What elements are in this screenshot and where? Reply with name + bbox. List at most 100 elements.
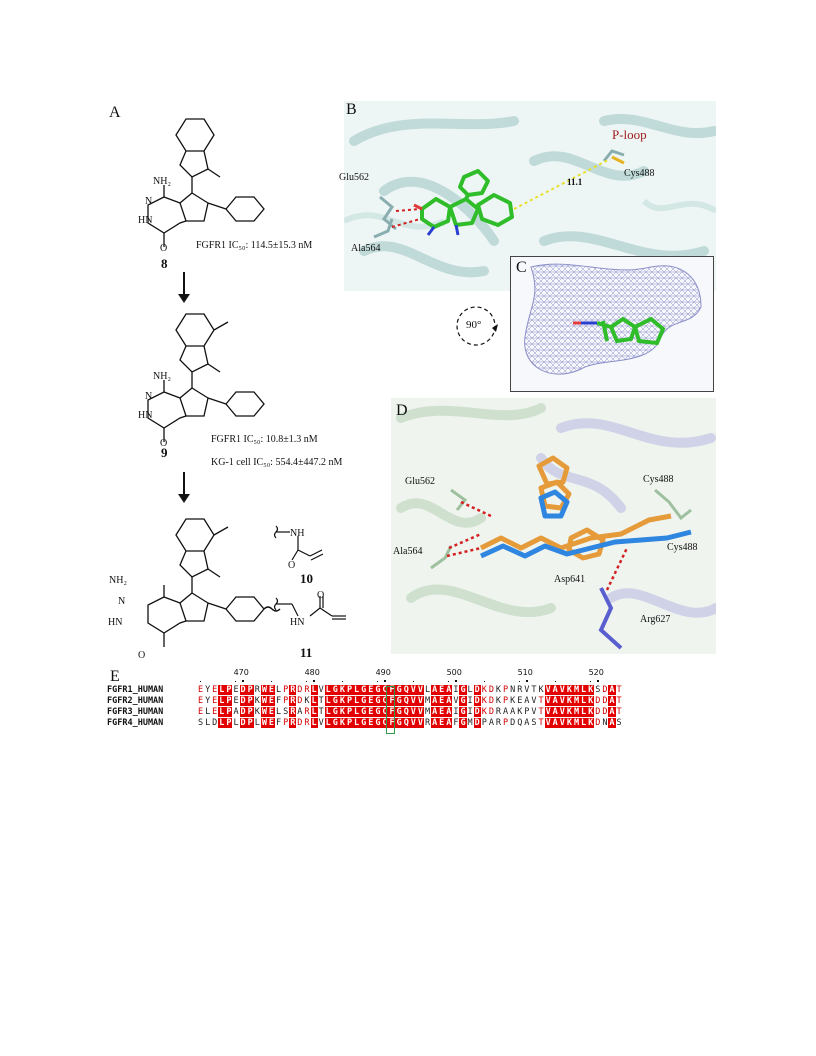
residue: E [267,685,276,695]
residue: Y [205,685,211,695]
residue: S [531,718,537,728]
residue: F [388,707,396,717]
glu562-label-b: Glu562 [339,172,369,183]
residue: A [551,696,559,706]
residue: V [558,718,566,728]
residue: K [338,685,346,695]
residue: A [233,707,239,717]
residue: L [580,718,588,728]
ruler-tick [412,681,414,682]
residue: V [544,696,552,706]
residue: V [544,685,552,695]
warhead10-nh: NH [290,528,305,539]
residue: L [580,696,588,706]
cmpd8-activity: FGFR1 IC₅₀: 114.5±15.3 nM [196,240,313,251]
residue: E [212,685,218,695]
warhead11-o: O [317,590,325,601]
arg627-label: Arg627 [640,614,671,625]
residue: A [551,718,559,728]
panel-c-render [510,256,714,392]
residue: V [416,718,424,728]
residue: L [233,718,239,728]
residue: V [524,685,530,695]
ruler-tick [519,681,520,682]
residue: V [416,685,424,695]
residue: E [197,707,204,717]
residue: M [424,696,431,706]
residue: P [345,696,354,706]
residue: V [416,707,424,717]
residue: E [438,718,446,728]
rotation-label: 90° [466,319,482,331]
residue: D [602,707,608,717]
residue: S [283,707,289,717]
sequence-name: FGFR3_HUMAN [107,707,164,717]
residue: F [276,718,282,728]
residue: R [424,718,431,728]
residue: L [353,718,361,728]
residue: A [551,685,559,695]
residue: E [367,696,375,706]
residue: G [360,707,368,717]
residue: D [239,718,247,728]
residue: V [409,718,417,728]
residue: E [267,696,276,706]
residue: G [395,707,403,717]
residue: P [345,718,354,728]
residue: R [289,718,297,728]
residue: T [616,696,622,706]
residue: E [438,685,446,695]
ruler-tick [597,680,600,682]
residue: S [197,718,204,728]
cmpd9-hn: HN [138,410,153,421]
residue: G [331,707,339,717]
residue: A [445,685,453,695]
residue: Q [402,718,410,728]
residue: M [572,718,581,728]
residue: T [538,718,544,728]
residue: D [488,696,494,706]
panel-d-render [391,398,716,654]
residue: T [538,696,544,706]
residue: D [602,685,608,695]
ruler-tick [590,681,591,682]
residue: K [587,696,595,706]
cys488-label-d-a: Cys488 [643,474,674,485]
panel-e-letter: E [110,668,120,685]
residue: G [395,696,403,706]
residue: V [318,685,324,695]
warhead10-o: O [288,560,296,571]
residue: D [297,718,303,728]
ruler-tick [455,680,458,682]
residue: S [616,718,622,728]
ruler-tick [384,680,387,682]
residue: C [381,696,389,706]
residue: G [360,685,368,695]
ala564-label-d: Ala564 [393,546,423,557]
residue: R [289,707,297,717]
residue: A [510,707,516,717]
cys488-label-d-b: Cys488 [667,542,698,553]
ruler-label: 510 [517,668,533,677]
residue: V [544,707,552,717]
residue: K [565,707,573,717]
compound-9-structure [147,313,265,442]
cmpd9-nh2: NH₂ [153,371,171,382]
residue: K [495,685,502,695]
residue: D [239,707,247,717]
residue: L [218,707,226,717]
ruler-label: 520 [588,668,604,677]
scaffold-n: N [118,596,126,607]
residue: V [453,696,459,706]
sequence-name: FGFR2_HUMAN [107,696,164,706]
residue: D [595,718,601,728]
residue: K [587,685,595,695]
residue: K [538,685,544,695]
residue: G [395,718,403,728]
residue: L [218,696,226,706]
cys488-highlight-box [386,686,395,734]
residue: G [459,685,467,695]
residue: Q [402,707,410,717]
scaffold-hn: HN [108,617,123,628]
